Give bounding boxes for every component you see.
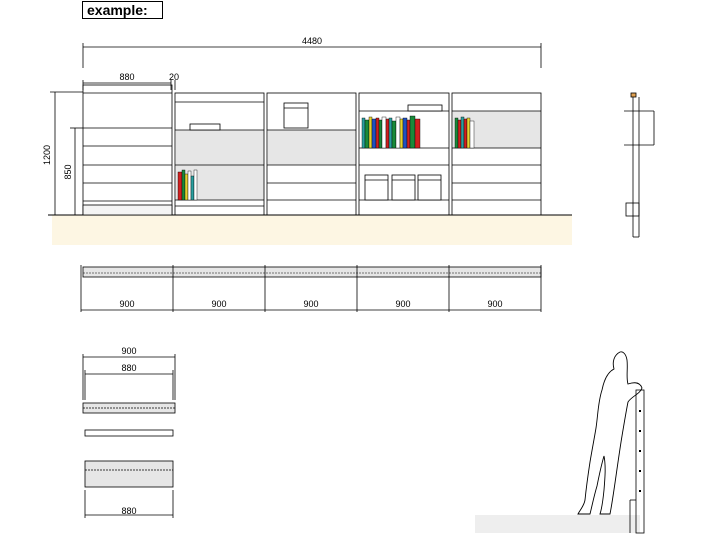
- plan-module-3-label: 900: [303, 299, 318, 309]
- dimension-heights: 1200 850: [42, 91, 83, 215]
- dimension-height-mid-label: 850: [63, 164, 73, 179]
- scale-figure-area: [475, 351, 645, 534]
- plan-module-1-label: 900: [119, 299, 134, 309]
- dimension-total: 4480: [82, 36, 542, 68]
- dimension-height-total-label: 1200: [42, 145, 52, 165]
- module-5-shelves: [451, 92, 542, 216]
- module-1-drawers: [82, 84, 173, 216]
- books-module-2: [177, 169, 198, 201]
- dimension-gap-label: 20: [169, 72, 179, 82]
- dimension-total-label: 4480: [302, 36, 322, 46]
- plan-view: 900 900 900 900 900: [80, 265, 542, 312]
- plan-module-2-label: 900: [211, 299, 226, 309]
- dimension-module-label: 880: [119, 72, 134, 82]
- books-module-4: [361, 115, 421, 149]
- module-2-shelves: [174, 92, 265, 216]
- side-section: [624, 92, 655, 238]
- plan-module-5-label: 900: [487, 299, 502, 309]
- books-module-5: [454, 116, 475, 149]
- human-figure: [577, 351, 643, 515]
- example-label: example:: [82, 1, 163, 19]
- detail-inner-width-label: 880: [121, 363, 136, 373]
- detail-outer-width-label: 900: [121, 346, 136, 356]
- detail-view: 900 880 880: [82, 346, 176, 518]
- dimension-module: 880 20: [82, 72, 179, 90]
- floor-area: [52, 215, 572, 245]
- detail-bottom-width-label: 880: [121, 506, 136, 516]
- module-3-shelves: [266, 92, 357, 216]
- plan-module-4-label: 900: [395, 299, 410, 309]
- module-4-shelves: [358, 92, 450, 216]
